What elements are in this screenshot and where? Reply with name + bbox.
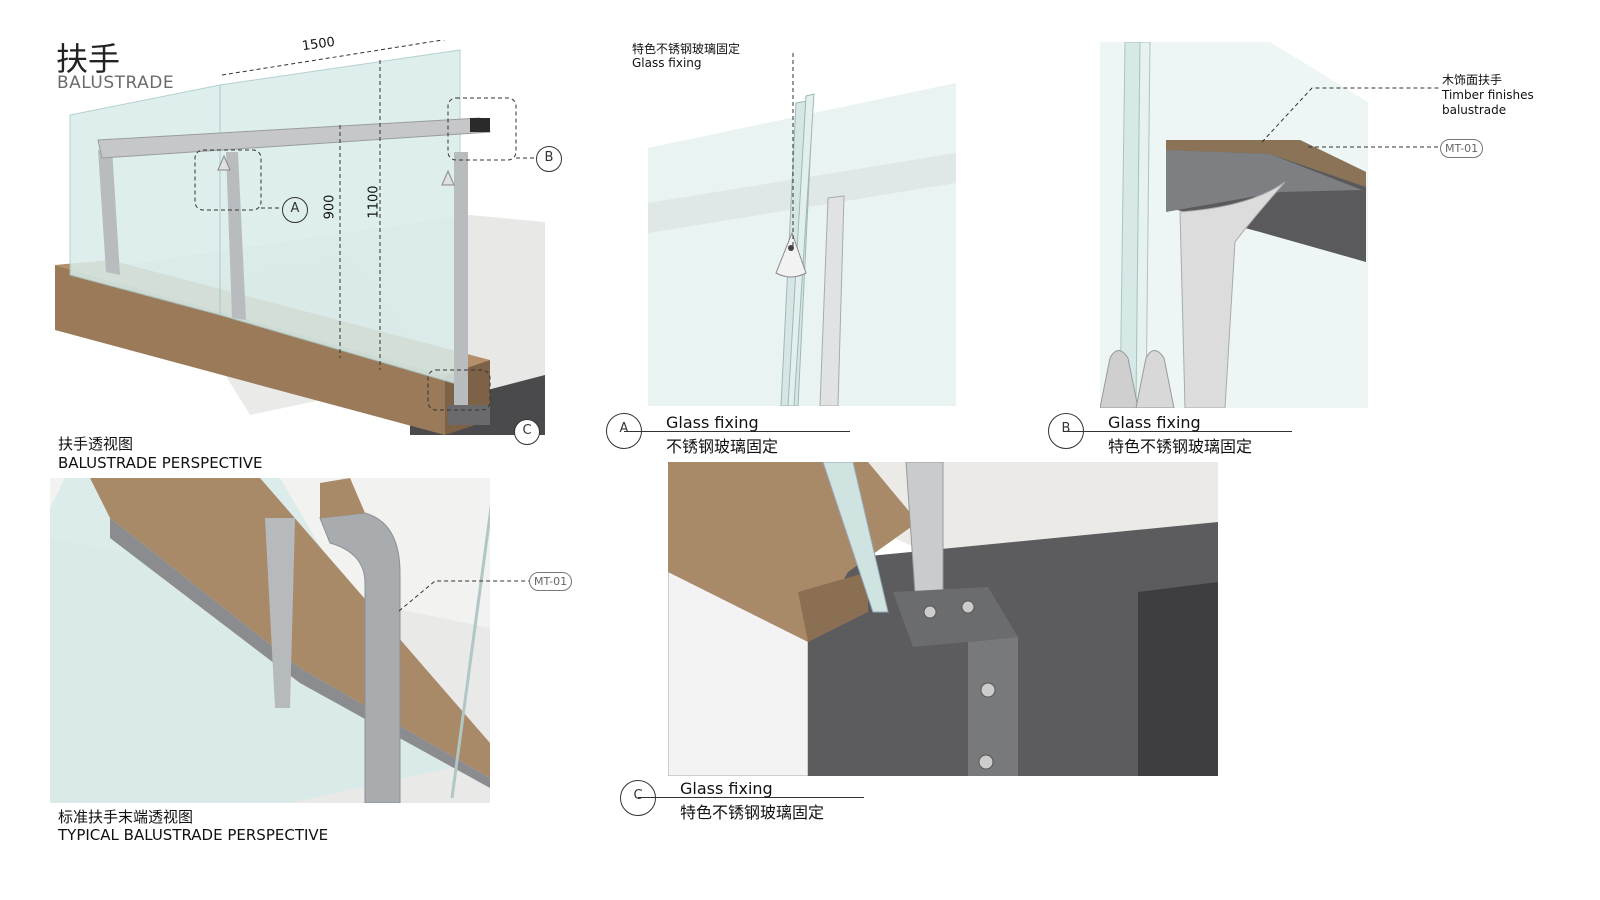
detail-b-illustration [1100, 42, 1368, 408]
typical-caption-cn: 标准扶手末端透视图 [58, 808, 194, 826]
detail-b-subtitle: 特色不锈钢玻璃固定 [1108, 437, 1253, 456]
page-subtitle: BALUSTRADE [57, 73, 175, 93]
page-title: 扶手 [56, 40, 121, 78]
detail-b-title: Glass fixing [1108, 413, 1201, 432]
detail-a-subtitle: 不锈钢玻璃固定 [666, 437, 779, 456]
detail-c-title: Glass fixing [680, 779, 773, 798]
detail-b-label-cn: 木饰面扶手 [1442, 73, 1503, 87]
detail-b-label-en-2: balustrade [1442, 103, 1507, 117]
detail-a-label-en: Glass fixing [632, 56, 702, 70]
marker-b: B [544, 150, 554, 165]
detail-a-illustration [648, 48, 956, 406]
detail-c-illustration [668, 462, 1218, 776]
detail-a-rule [624, 431, 850, 432]
perspective-caption-cn: 扶手透视图 [58, 435, 134, 453]
marker-c: C [522, 423, 532, 438]
detail-c-subtitle: 特色不锈钢玻璃固定 [680, 803, 825, 822]
marker-b-circle: B [536, 146, 562, 172]
detail-b-leader-lines [1261, 87, 1440, 148]
detail-b-material-tag: MT-01 [1440, 139, 1484, 158]
typical-caption-en: TYPICAL BALUSTRADE PERSPECTIVE [58, 826, 329, 844]
detail-c-rule [638, 797, 864, 798]
detail-b-marker: B [1061, 421, 1071, 436]
detail-a-label-cn: 特色不锈钢玻璃固定 [632, 42, 741, 56]
detail-a-marker: A [619, 421, 629, 436]
dimension-rail-height: 900 [322, 194, 338, 220]
perspective-caption-en: BALUSTRADE PERSPECTIVE [58, 454, 263, 472]
marker-c-circle: C [514, 419, 540, 445]
typical-material-tag: MT-01 [529, 572, 573, 591]
detail-b-rule [1066, 431, 1292, 432]
marker-a: A [290, 201, 300, 216]
detail-c-marker-circle: C [620, 780, 656, 816]
typical-leader-line [398, 580, 531, 612]
detail-c-marker: C [633, 788, 643, 803]
dimension-glass-height: 1100 [366, 185, 382, 219]
marker-a-circle: A [282, 197, 308, 223]
typical-balustrade-illustration [50, 478, 490, 803]
detail-a-title: Glass fixing [666, 413, 759, 432]
balustrade-perspective-illustration [55, 40, 545, 435]
detail-b-label-en-1: Timber finishes [1442, 88, 1534, 102]
